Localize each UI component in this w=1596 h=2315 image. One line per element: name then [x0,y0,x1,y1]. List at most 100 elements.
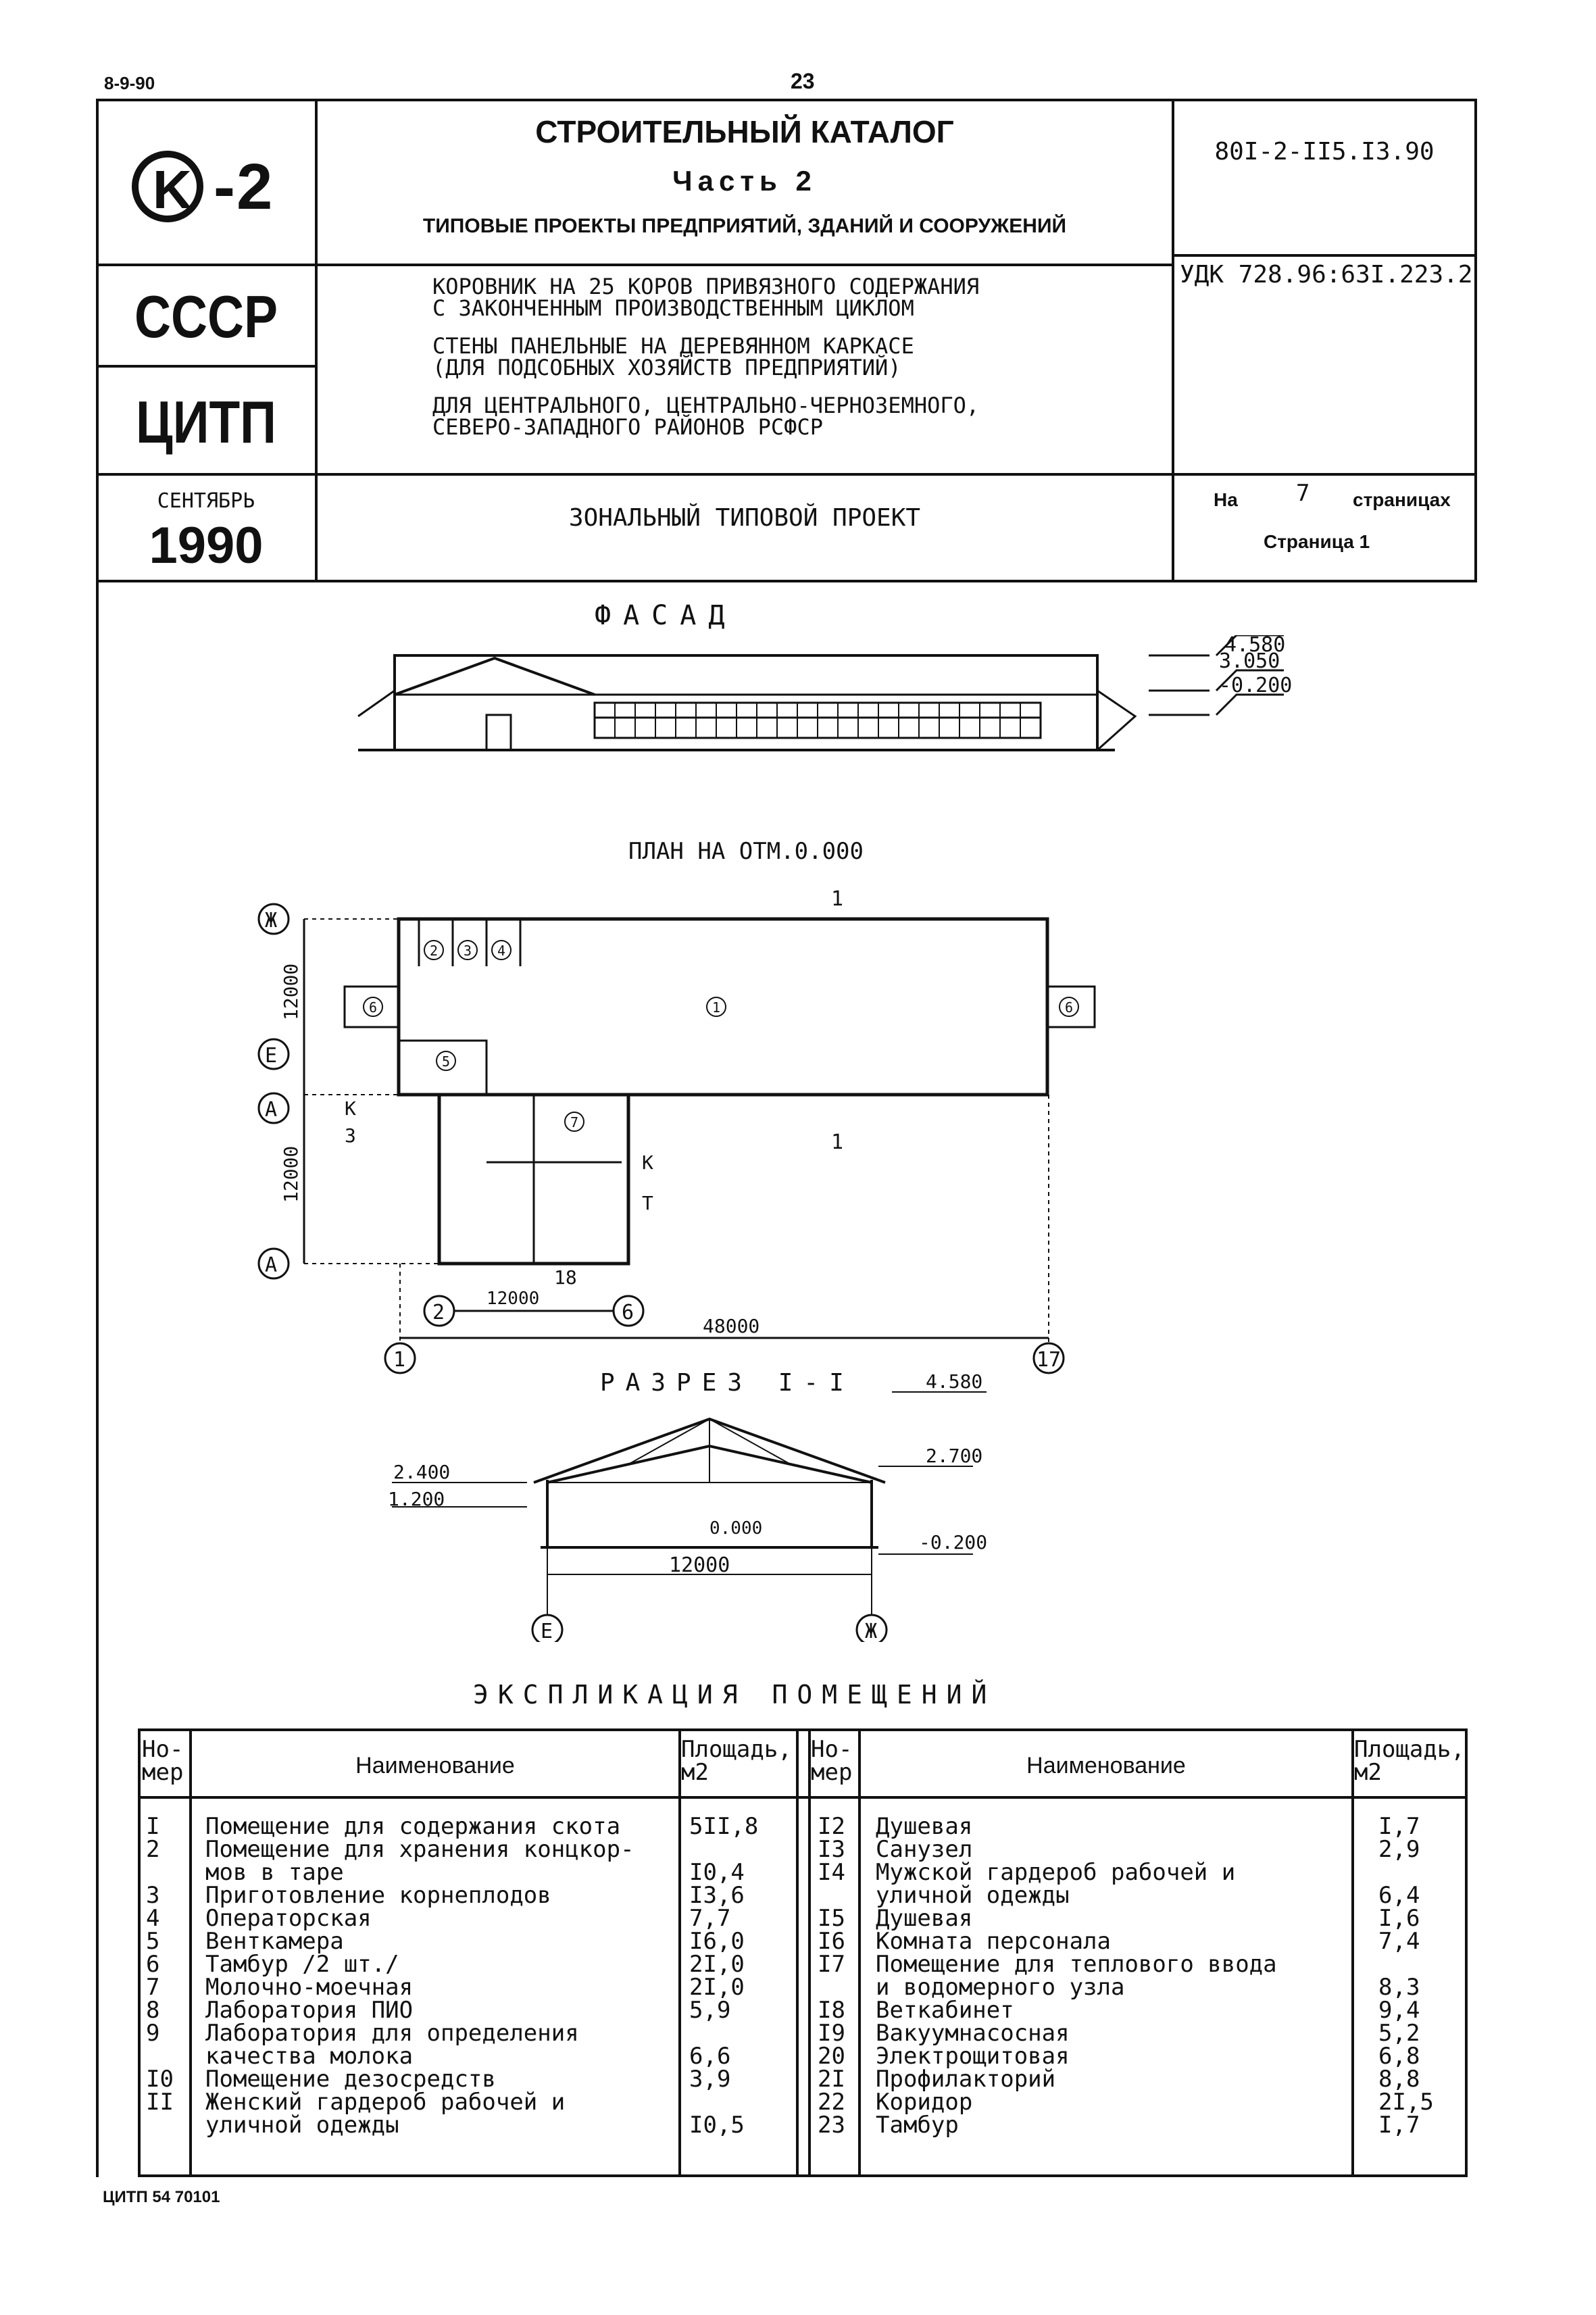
plan-title: ПЛАН НА ОТМ.0.000 [628,838,864,865]
right-row-area: 2,9 [1378,1836,1420,1863]
right-row-name: Помещение для теплового ввода и водомерн… [876,1951,1277,2001]
room-7: 7 [570,1114,578,1130]
pages-suffix: страницах [1353,489,1451,510]
right-row-name: Веткабинет [876,1997,1014,2024]
plan-dim-3: 12000 [487,1289,539,1309]
left-header-area: Площадь, м2 [681,1736,792,1786]
left-row-area: I0,5 [689,2112,745,2139]
right-row-area: I,7 [1378,1813,1420,1840]
left-row-name: Операторская [205,1905,372,1932]
facade-title: ФАСАД [595,600,737,631]
left-row-area: 5,9 [689,1997,731,2024]
left-row-num: 3 [146,1882,160,1909]
project-type: ЗОНАЛЬНЫЙ ТИПОВОЙ ПРОЕКТ [568,504,921,532]
left-row-num: I0 [146,2066,174,2093]
right-row-area: 5,2 [1378,2020,1420,2047]
pages-prefix: На [1214,489,1238,510]
left-row-area: 7,7 [689,1905,731,1932]
right-row-area: I,6 [1378,1905,1420,1932]
project-code: 80I-2-II5.I3.90 [1214,138,1435,166]
left-row-num: 7 [146,1974,160,2001]
left-row-name: Помещение для содержания скота [205,1813,621,1840]
section-mark-5: 0.000 [709,1518,762,1539]
room-2: 2 [430,943,438,959]
right-row-area: 9,4 [1378,1997,1420,2024]
section-mark-bottom: 1 [831,1130,843,1154]
left-row-name: Венткамера [205,1928,344,1955]
right-header-num: Но- мер [811,1736,853,1786]
right-row-num: 23 [818,2112,845,2139]
logo-suffix: -2 [214,151,274,223]
logo-icon: K [132,151,203,222]
release-year: 1990 [149,517,264,574]
right-row-name: Профилакторий [876,2066,1056,2093]
left-row-area: 3,9 [689,2066,731,2093]
right-row-num: 22 [818,2089,845,2116]
right-row-num: I7 [818,1951,845,1978]
plan-drawing: Ж Е А А 1 2 6 17 12000 12000 12000 48000… [257,887,1096,1374]
section-drawing: 4.580 2.400 1.200 2.700 0.000 -0.200 120… [388,1372,987,1642]
left-row-num: 8 [146,1997,160,2024]
right-row-name: Комната персонала [876,1928,1111,1955]
left-row-area: I0,4 [689,1859,745,1886]
left-row-name: Приготовление корнеплодов [205,1882,551,1909]
left-row-num: II [146,2089,174,2116]
left-row-num: 6 [146,1951,160,1978]
room-3: 3 [464,943,472,959]
right-row-num: I6 [818,1928,845,1955]
page-code: 8-9-90 [104,73,155,93]
section-axis-zh: Ж [865,1620,877,1642]
section-span: 12000 [669,1553,730,1577]
explication-table [138,1728,1468,2177]
left-row-num: I [146,1813,160,1840]
left-row-num: 9 [146,2020,160,2047]
right-row-num: I2 [818,1813,845,1840]
header-frame [96,99,1477,582]
udk: УДК 728.96:63I.223.2 [1180,261,1473,289]
plan-axis-2: 2 [432,1301,445,1324]
right-row-num: I3 [818,1836,845,1863]
right-header-area: Площадь, м2 [1354,1736,1465,1786]
release-month: СЕНТЯБРЬ [157,489,255,513]
left-row-num: 5 [146,1928,160,1955]
left-row-area: I6,0 [689,1928,745,1955]
right-row-num: I8 [818,1997,845,2024]
left-row-name: Лаборатория ПИО [205,1997,414,2024]
right-row-area: I,7 [1378,2112,1420,2139]
left-row-name: Помещение дезосредств [205,2066,496,2093]
right-row-area: 2I,5 [1378,2089,1434,2116]
plan-axis-a1: А [265,1098,277,1122]
section-mark-4: 2.700 [926,1445,982,1467]
section-mark-6: -0.200 [919,1531,987,1553]
catalog-title: СТРОИТЕЛЬНЫЙ КАТАЛОГ [535,114,954,149]
facade-mark-1: 4.580 [1224,635,1285,657]
right-row-area: 6,4 [1378,1882,1420,1909]
country: СССР [134,283,278,350]
catalog-part: Часть 2 [672,165,817,197]
pages-count: 7 [1296,480,1310,507]
plan-axis-a2: А [265,1253,277,1277]
left-row-area: 2I,0 [689,1951,745,1978]
left-row-num: 4 [146,1905,160,1932]
right-row-name: Вакуумнасосная [876,2020,1070,2047]
plan-mark-t: Т [642,1192,653,1214]
k2-logo: K [108,139,311,227]
section-axis-e: Е [541,1620,553,1642]
catalog-subtitle: ТИПОВЫЕ ПРОЕКТЫ ПРЕДПРИЯТИЙ, ЗДАНИЙ И СО… [422,215,1067,237]
explication-title: ЭКСПЛИКАЦИЯ ПОМЕЩЕНИЙ [473,1680,997,1710]
left-row-area: I3,6 [689,1882,745,1909]
left-header-num: Но- мер [142,1736,184,1786]
project-description: КОРОВНИК НА 25 КОРОВ ПРИВЯЗНОГО СОДЕРЖАН… [432,274,980,440]
left-row-name: Тамбур /2 шт./ [205,1951,399,1978]
right-row-name: Душевая [876,1813,973,1840]
plan-axis-zh: Ж [265,909,277,932]
plan-mark-k2: К [642,1151,653,1174]
section-mark-top: 1 [831,887,843,911]
plan-axis-1: 1 [393,1348,405,1372]
plan-mark-k1: К [345,1097,356,1120]
svg-text:K: K [153,159,192,220]
right-row-name: Мужской гардероб рабочей и уличной одежд… [876,1859,1236,1909]
left-row-name: Женский гардероб рабочей и уличной одежд… [205,2089,566,2139]
room-1: 1 [712,999,720,1016]
left-row-name: Молочно-моечная [205,1974,414,2001]
